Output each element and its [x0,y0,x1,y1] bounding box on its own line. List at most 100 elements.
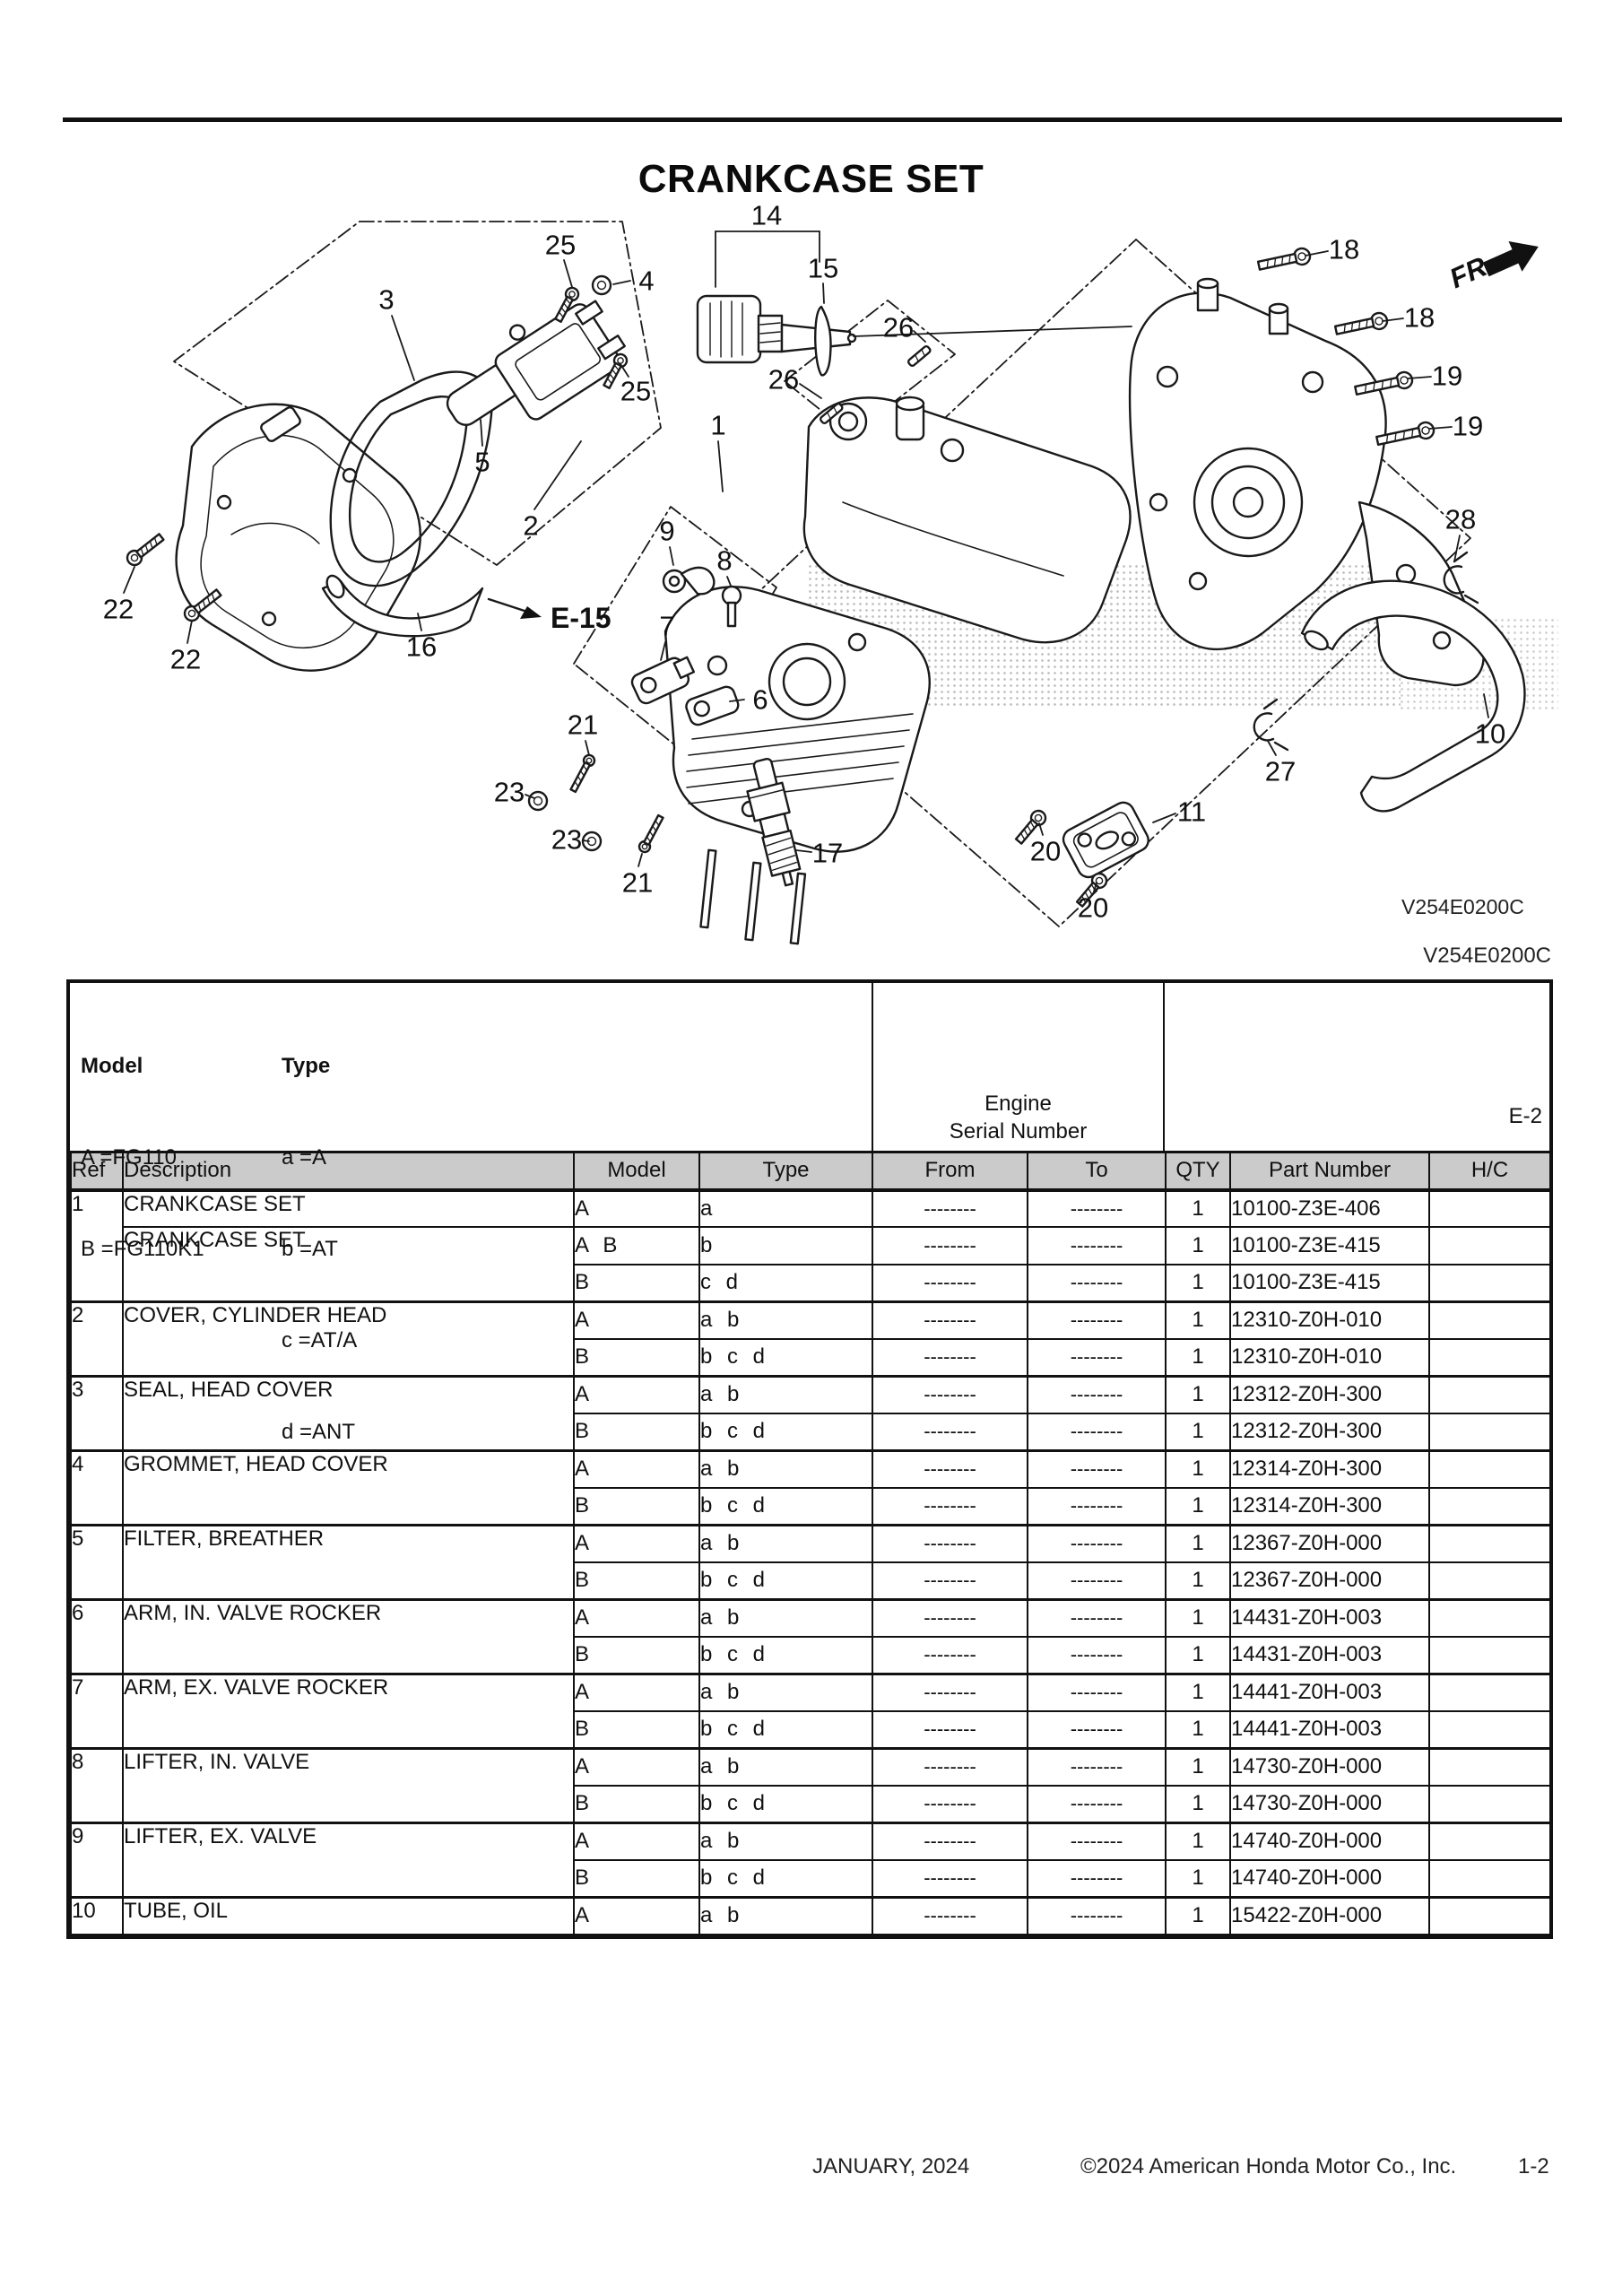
hc-cell [1428,1821,1551,1861]
qty-cell: 1 [1165,1523,1231,1563]
model-cell: B [573,1858,700,1898]
callout-17: 17 [812,838,843,869]
from-cell: -------- [872,1188,1028,1228]
callout-leader [1094,883,1097,891]
hc-cell [1428,1226,1551,1265]
type-cell: b c d [698,1561,873,1600]
to-cell: -------- [1027,1561,1167,1600]
hc-cell [1428,1672,1551,1712]
tube-clamp-28 [1444,552,1478,603]
qty-cell: 1 [1165,1448,1231,1489]
callout-leader [661,642,665,660]
callout-leader [392,316,414,380]
callout-leader [914,331,925,342]
hc-cell [1428,1597,1551,1638]
callout-leader [1429,427,1452,429]
callout-10: 10 [1475,718,1505,750]
callout-18: 18 [1329,234,1359,265]
part-cell: 12310-Z0H-010 [1229,1337,1430,1377]
hc-cell [1428,1448,1551,1489]
col-from: From [872,1151,1028,1192]
qty-cell: 1 [1165,1746,1231,1787]
qty-cell: 1 [1165,1263,1231,1302]
cylinder-head-cover [177,404,421,671]
callout-8: 8 [716,545,732,577]
callout-leader [481,420,482,446]
part-cell: 14431-Z0H-003 [1229,1597,1430,1638]
part-cell: 14441-Z0H-003 [1229,1672,1430,1712]
type-cell: a b [698,1374,873,1414]
part-cell: 15422-Z0H-000 [1229,1895,1430,1935]
callout-leader [1153,813,1175,822]
hc-cell [1428,1561,1551,1600]
description-cell: CRANKCASE SET [122,1226,575,1302]
from-cell: -------- [872,1226,1028,1265]
callout-1: 1 [710,410,725,441]
model-cell: A [573,1300,700,1340]
callout-22: 22 [170,644,201,675]
callout-5: 5 [474,447,490,478]
part-cell: 12312-Z0H-300 [1229,1412,1430,1451]
dipstick-blade [815,307,830,375]
callout-23: 23 [551,824,582,856]
from-cell: -------- [872,1709,1028,1749]
nut-23 [583,832,601,850]
oil-plate [1060,799,1152,882]
parts-table: Model A =FG110 B =FG110K1 Type a =A b =A… [66,979,1553,1939]
callout-15: 15 [808,253,838,284]
to-cell: -------- [1027,1448,1167,1489]
hc-cell [1428,1635,1551,1674]
part-cell: 14740-Z0H-000 [1229,1858,1430,1898]
callout-leader [534,441,581,509]
oil-dipstick [698,296,855,362]
nut-4 [593,276,611,294]
ref-cell: 7 [70,1672,124,1749]
spark-plug [741,757,806,889]
legend-divider [1163,983,1165,1151]
type-cell: b [698,1226,873,1265]
type-cell: b c d [698,1784,873,1823]
to-cell: -------- [1027,1709,1167,1749]
hc-cell [1428,1746,1551,1787]
bolt-20 [1013,808,1048,846]
hc-cell [1428,1784,1551,1823]
description-cell: ARM, IN. VALVE ROCKER [122,1597,575,1674]
description-cell: GROMMET, HEAD COVER [122,1448,575,1526]
type-cell: a b [698,1523,873,1563]
callout-25: 25 [620,376,651,407]
callout-7: 7 [659,611,674,642]
description-cell: SEAL, HEAD COVER [122,1374,575,1451]
ref-cell: 10 [70,1895,124,1935]
from-cell: -------- [872,1374,1028,1414]
col-model: Model [573,1151,700,1192]
from-cell: -------- [872,1448,1028,1489]
callout-3: 3 [378,284,394,316]
hc-cell [1428,1523,1551,1563]
type-cell: a b [698,1746,873,1787]
from-cell: -------- [872,1784,1028,1823]
part-cell: 12367-Z0H-000 [1229,1523,1430,1563]
description-cell: TUBE, OIL [122,1895,575,1935]
callout-leader [638,854,642,866]
breather-tube [323,573,482,636]
ref-cell: 5 [70,1523,124,1600]
nut-23 [529,792,547,810]
callout-leader [718,441,723,491]
model-cell: A [573,1821,700,1861]
callout-leader [613,281,630,284]
qty-cell: 1 [1165,1337,1231,1377]
ref-cell: 2 [70,1300,124,1377]
to-cell: -------- [1027,1523,1167,1563]
to-cell: -------- [1027,1374,1167,1414]
ref-cell: 3 [70,1374,124,1451]
part-cell: 12314-Z0H-300 [1229,1448,1430,1489]
